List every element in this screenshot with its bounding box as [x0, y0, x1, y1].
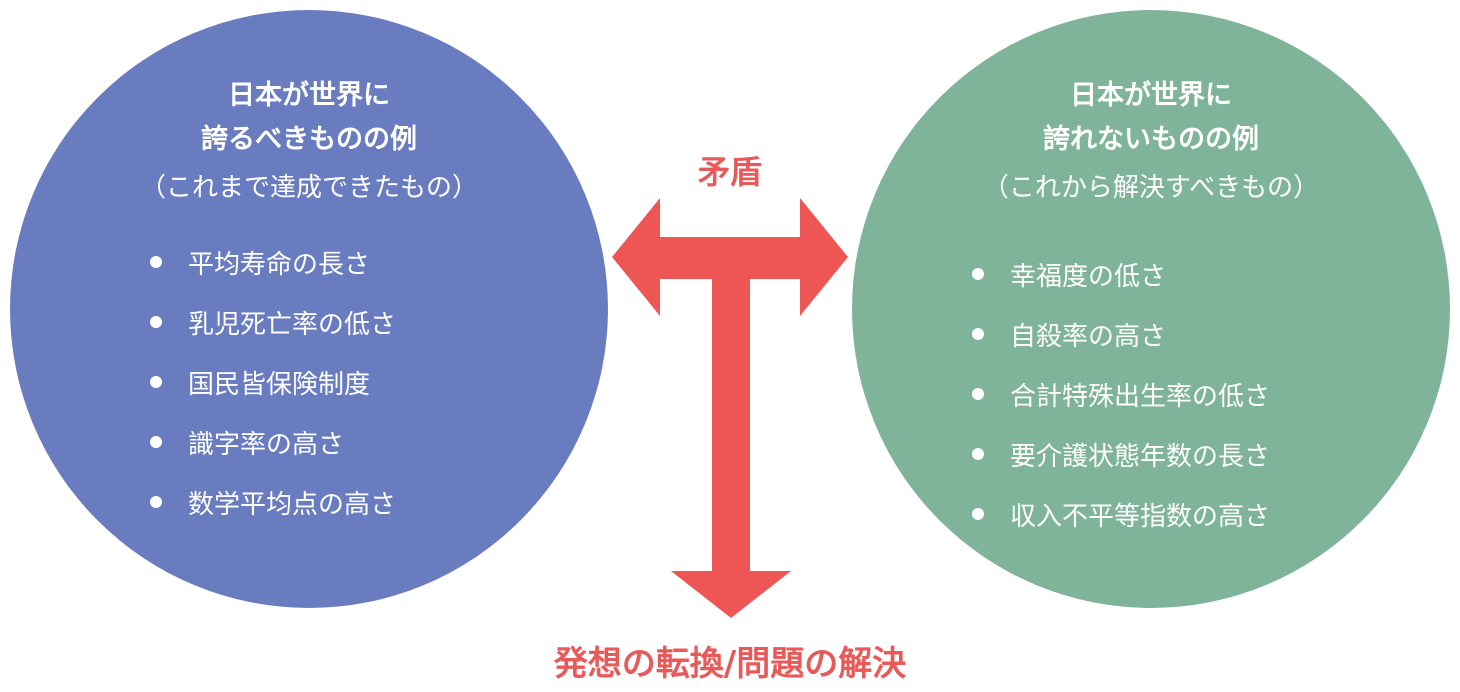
- strengths-list: 平均寿命の長さ 乳児死亡率の低さ 国民皆保険制度 識字率の高さ 数学平均点の高さ: [150, 232, 396, 532]
- list-item: 収入不平等指数の高さ: [972, 484, 1270, 544]
- list-item-text: 数学平均点の高さ: [188, 489, 397, 520]
- weaknesses-circle: 日本が世界に 誇れないものの例 （これから解決すべきもの） 幸福度の低さ 自殺率…: [852, 10, 1450, 608]
- list-item-text: 自殺率の高さ: [1010, 321, 1167, 352]
- list-item: 数学平均点の高さ: [150, 472, 396, 532]
- strengths-title: 日本が世界に 誇るべきものの例: [10, 74, 608, 162]
- strengths-title-line1: 日本が世界に: [228, 80, 390, 111]
- resolution-label: 発想の転換/問題の解決: [553, 644, 907, 684]
- weaknesses-title-line2: 誇れないものの例: [1043, 124, 1259, 155]
- contradiction-label: 矛盾: [697, 153, 762, 191]
- list-item-text: 平均寿命の長さ: [188, 249, 371, 280]
- bullet-icon: [150, 376, 162, 388]
- list-item-text: 要介護状態年数の長さ: [1010, 441, 1271, 472]
- list-item-text: 乳児死亡率の低さ: [188, 309, 397, 340]
- list-item: 要介護状態年数の長さ: [972, 424, 1270, 484]
- bottom-arrowhead: [671, 571, 791, 618]
- vertical-bar: [712, 237, 750, 572]
- list-item-text: 識字率の高さ: [188, 429, 345, 460]
- list-item: 幸福度の低さ: [972, 244, 1270, 304]
- strengths-title-line2: 誇るべきものの例: [201, 124, 417, 155]
- bullet-icon: [150, 256, 162, 268]
- list-item: 自殺率の高さ: [972, 304, 1270, 364]
- list-item-text: 幸福度の低さ: [1010, 261, 1167, 292]
- bullet-icon: [972, 388, 984, 400]
- weaknesses-title-line1: 日本が世界に: [1070, 80, 1232, 111]
- list-item: 合計特殊出生率の低さ: [972, 364, 1270, 424]
- bullet-icon: [150, 436, 162, 448]
- list-item: 乳児死亡率の低さ: [150, 292, 396, 352]
- list-item-text: 国民皆保険制度: [188, 369, 371, 400]
- bullet-icon: [972, 508, 984, 520]
- bullet-icon: [972, 268, 984, 280]
- strengths-circle: 日本が世界に 誇るべきものの例 （これまで達成できたもの） 平均寿命の長さ 乳児…: [10, 10, 608, 608]
- list-item-text: 収入不平等指数の高さ: [1010, 501, 1271, 532]
- left-arrowhead: [612, 198, 660, 316]
- list-item: 識字率の高さ: [150, 412, 396, 472]
- strengths-note: （これまで達成できたもの）: [139, 173, 478, 203]
- right-arrowhead: [800, 198, 848, 316]
- weaknesses-list: 幸福度の低さ 自殺率の高さ 合計特殊出生率の低さ 要介護状態年数の長さ 収入不平…: [972, 244, 1270, 544]
- weaknesses-title: 日本が世界に 誇れないものの例: [852, 74, 1450, 162]
- bullet-icon: [972, 328, 984, 340]
- list-item: 平均寿命の長さ: [150, 232, 396, 292]
- bullet-icon: [150, 316, 162, 328]
- weaknesses-note: （これから解決すべきもの）: [982, 173, 1320, 203]
- bullet-icon: [972, 448, 984, 460]
- bullet-icon: [150, 496, 162, 508]
- list-item: 国民皆保険制度: [150, 352, 396, 412]
- list-item-text: 合計特殊出生率の低さ: [1010, 381, 1271, 412]
